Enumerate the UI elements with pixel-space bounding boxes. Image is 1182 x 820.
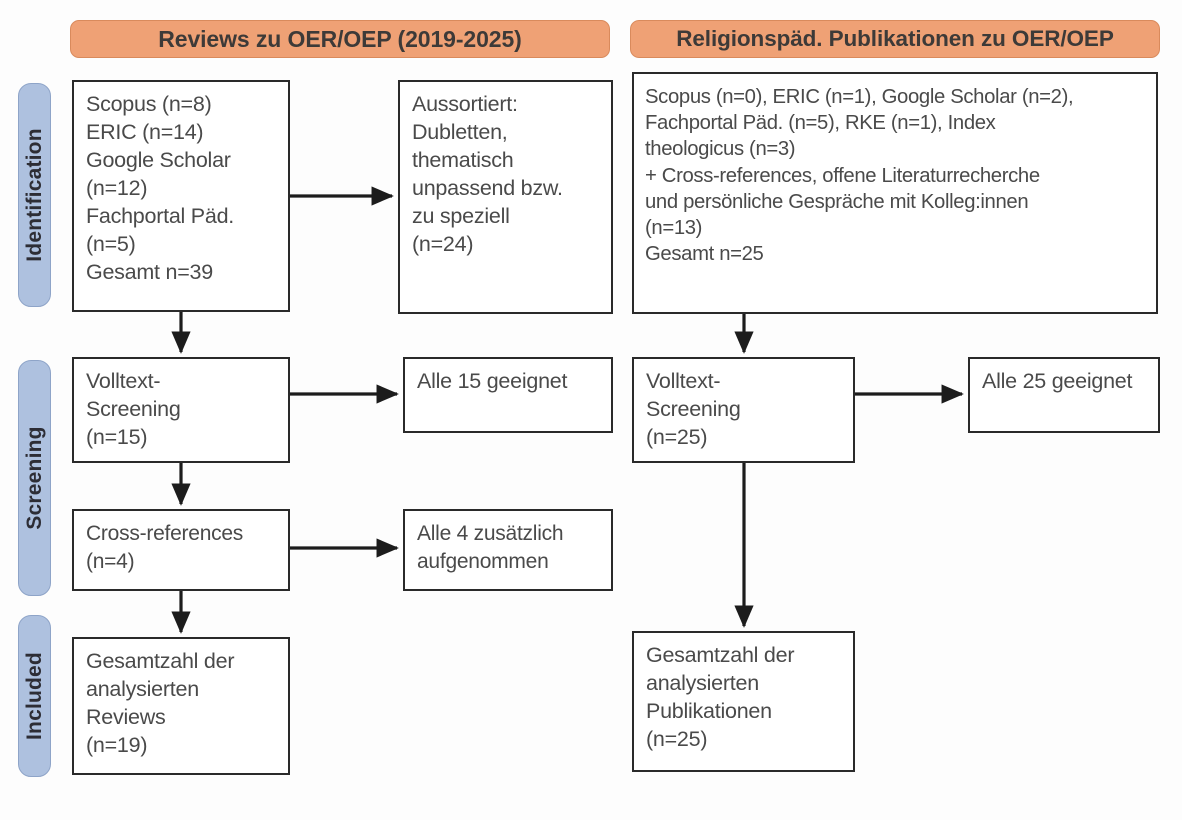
stage-tab-identification-label: Identification	[22, 128, 46, 262]
box-left-fulltext-result: Alle 15 geeignet	[403, 357, 613, 433]
stage-tab-screening-label: Screening	[22, 426, 46, 530]
box-left-identification-sources: Scopus (n=8) ERIC (n=14) Google Scholar …	[72, 80, 290, 312]
box-left-cross-references-result: Alle 4 zusätzlich aufgenommen	[403, 509, 613, 591]
box-right-fulltext-screening: Volltext- Screening (n=25)	[632, 357, 855, 463]
stage-tab-identification: Identification	[18, 83, 51, 307]
box-left-excluded: Aussortiert: Dubletten, thematisch unpas…	[398, 80, 613, 314]
stage-tab-included: Included	[18, 615, 51, 777]
box-left-included-total: Gesamtzahl der analysierten Reviews (n=1…	[72, 637, 290, 775]
stage-tab-screening: Screening	[18, 360, 51, 596]
box-right-fulltext-result: Alle 25 geeignet	[968, 357, 1160, 433]
box-right-identification-sources: Scopus (n=0), ERIC (n=1), Google Scholar…	[632, 72, 1158, 314]
box-left-fulltext-screening: Volltext- Screening (n=15)	[72, 357, 290, 463]
stage-tab-included-label: Included	[22, 652, 46, 740]
column-header-reviews: Reviews zu OER/OEP (2019-2025)	[70, 20, 610, 58]
box-right-included-total: Gesamtzahl der analysierten Publikatione…	[632, 631, 855, 772]
column-header-religionspaed: Religionspäd. Publikationen zu OER/OEP	[630, 20, 1160, 58]
box-left-cross-references: Cross-references (n=4)	[72, 509, 290, 591]
